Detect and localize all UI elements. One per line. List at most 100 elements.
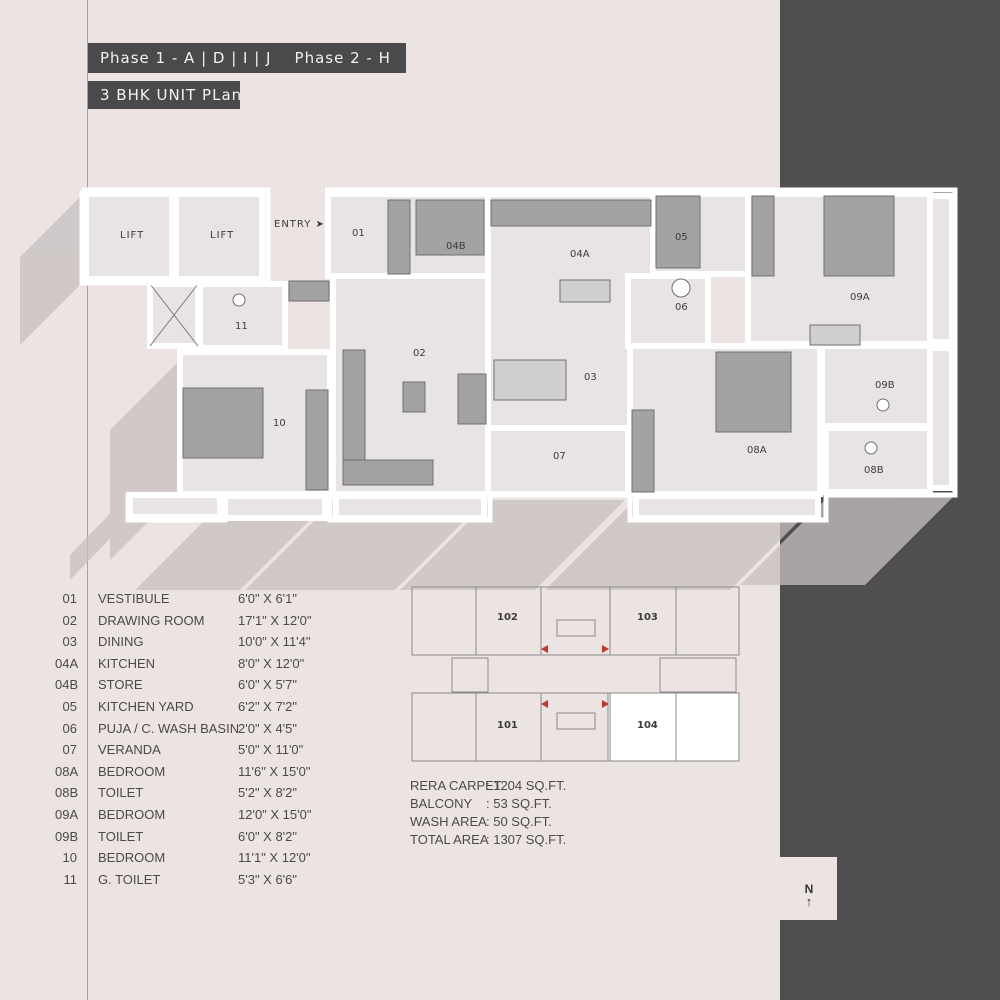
schedule-code: 08B xyxy=(55,785,79,801)
toilet-11-floor xyxy=(197,281,288,351)
area-statement: RERA CARPET: 1204 SQ.FT.BALCONY: 53 SQ.F… xyxy=(410,778,610,850)
schedule-code: 04A xyxy=(55,655,79,671)
schedule-row: 04B STORE 6'0" X 5'7" xyxy=(55,677,355,699)
dining-table xyxy=(493,359,567,401)
schedule-room-name: BEDROOM xyxy=(98,850,166,866)
schedule-room-name: TOILET xyxy=(98,828,144,844)
schedule-room-name: G. TOILET xyxy=(98,871,161,887)
schedule-room-name: STORE xyxy=(98,677,143,693)
schedule-room-size: 6'0" X 5'7" xyxy=(238,677,298,693)
schedule-room-size: 5'2" X 8'2" xyxy=(238,785,298,801)
schedule-code: 03 xyxy=(62,634,77,650)
schedule-room-size: 5'3" X 6'6" xyxy=(238,871,298,887)
area-label: BALCONY xyxy=(410,796,473,811)
schedule-room-name: BEDROOM xyxy=(98,806,166,822)
schedule-room-name: PUJA / C. WASH BASIN xyxy=(98,720,240,736)
schedule-room-size: 11'1" X 12'0" xyxy=(238,850,311,866)
schedule-code: 09A xyxy=(55,806,79,822)
console xyxy=(457,373,487,425)
schedule-row: 08B TOILET 5'2" X 8'2" xyxy=(55,785,355,807)
armchair xyxy=(402,381,426,413)
walls xyxy=(79,187,958,523)
schedule-row: 02 DRAWING ROOM 17'1" X 12'0" xyxy=(55,613,355,635)
schedule-room-name: DINING xyxy=(98,634,144,650)
balcony-09a-floor xyxy=(927,193,955,345)
yard-shelf xyxy=(655,195,701,269)
area-value: : 1307 SQ.FT. xyxy=(486,832,567,847)
area-row: WASH AREA: 50 SQ.FT. xyxy=(410,814,610,832)
schedule-room-name: VESTIBULE xyxy=(98,591,170,606)
schedule-room-size: 6'2" X 7'2" xyxy=(238,698,298,714)
key-block-top xyxy=(411,586,740,656)
kitchen-counter xyxy=(490,199,652,227)
schedule-room-size: 17'1" X 12'0" xyxy=(238,612,312,628)
area-row: RERA CARPET: 1204 SQ.FT. xyxy=(410,778,610,796)
study-desk xyxy=(809,324,861,346)
schedule-room-name: BEDROOM xyxy=(98,763,166,779)
wardrobe-10 xyxy=(305,389,329,491)
schedule-room-name: DRAWING ROOM xyxy=(98,612,205,628)
plan-title: 3 BHK UNIT PLan xyxy=(100,86,243,104)
bed-10 xyxy=(182,387,264,459)
veranda-floor xyxy=(485,425,631,497)
wash-basin-06 xyxy=(671,278,691,298)
plan-title-banner: 3 BHK UNIT PLan xyxy=(88,81,243,109)
room-floors xyxy=(83,191,955,521)
wc-09b xyxy=(876,398,890,412)
area-value: : 1204 SQ.FT. xyxy=(486,778,567,793)
schedule-code: 04B xyxy=(55,677,79,693)
schedule-room-size: 8'0" X 12'0" xyxy=(238,655,305,671)
schedule-room-size: 6'0" X 6'1" xyxy=(238,591,298,606)
schedule-row: 09B TOILET 6'0" X 8'2" xyxy=(55,829,355,851)
kitchen-island xyxy=(559,279,611,303)
schedule-room-name: TOILET xyxy=(98,785,144,801)
wardrobe-09a xyxy=(751,195,775,277)
key-plan-arrows xyxy=(541,645,609,708)
schedule-row: 05 KITCHEN YARD 6'2" X 7'2" xyxy=(55,699,355,721)
key-core-right xyxy=(659,657,737,693)
toilet-09b-floor xyxy=(819,343,933,429)
wardrobe-08a xyxy=(631,409,655,493)
balcony-02-floor xyxy=(333,493,487,521)
key-core-left xyxy=(451,657,489,693)
schedule-room-name: KITCHEN xyxy=(98,655,156,671)
area-label: RERA CARPET xyxy=(410,778,502,793)
wc-11 xyxy=(232,293,246,307)
area-row: BALCONY : 53 SQ.FT. xyxy=(410,796,610,814)
north-label: N xyxy=(804,882,814,896)
sofa-short xyxy=(342,459,434,486)
wc-08b xyxy=(864,441,878,455)
schedule-room-size: 6'0" X 8'2" xyxy=(238,828,298,844)
bed-08a xyxy=(715,351,792,433)
schedule-code: 09B xyxy=(55,828,79,844)
schedule-room-size: 2'0" X 4'5" xyxy=(238,720,298,736)
north-indicator: N ↑ xyxy=(803,882,815,908)
schedule-room-size: 12'0" X 15'0" xyxy=(238,806,312,822)
lift-1-floor xyxy=(83,191,175,282)
shaft-cross xyxy=(149,283,199,347)
area-value: : 50 SQ.FT. xyxy=(486,814,552,829)
schedule-code: 02 xyxy=(62,612,77,628)
schedule-row: 04A KITCHEN 8'0" X 12'0" xyxy=(55,656,355,678)
key-unit-104-fill xyxy=(607,692,740,762)
furniture xyxy=(182,195,895,493)
north-arrow-icon: ↑ xyxy=(805,894,813,909)
schedule-code: 01 xyxy=(62,591,77,606)
schedule-room-size: 5'0" X 11'0" xyxy=(238,742,304,758)
schedule-room-name: KITCHEN YARD xyxy=(98,698,194,714)
area-value: : 53 SQ.FT. xyxy=(486,796,552,811)
phase-text: Phase 1 - A | D | I | J Phase 2 - H xyxy=(100,49,391,67)
puja-floor xyxy=(625,273,711,349)
balcony-10-floor xyxy=(127,492,223,520)
schedule-code: 06 xyxy=(62,720,77,736)
schedule-code: 05 xyxy=(62,698,77,714)
schedule-room-name: VERANDA xyxy=(98,742,161,758)
lift-2-floor xyxy=(173,191,265,282)
